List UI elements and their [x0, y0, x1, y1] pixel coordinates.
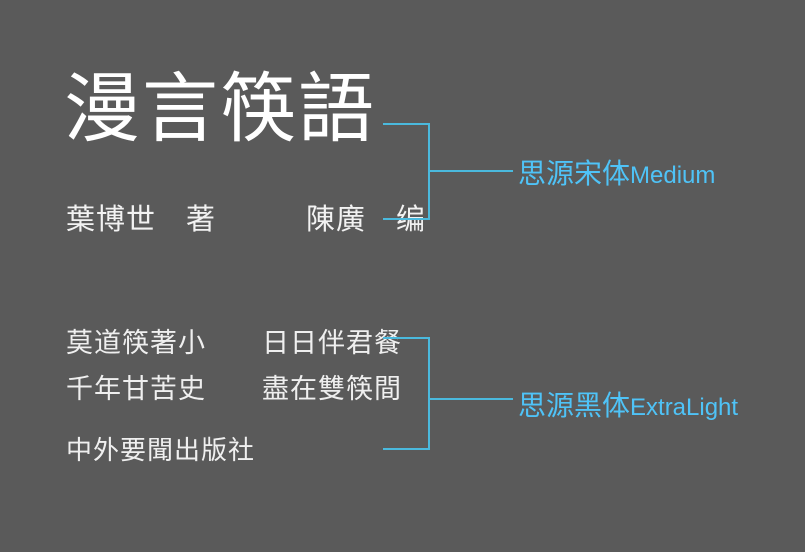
- book-byline: 葉博世 著 陳廣 编: [66, 204, 427, 236]
- publisher-name: 中外要聞出版社: [66, 435, 256, 465]
- serif-annotation-latin: Medium: [630, 162, 716, 189]
- bracket-arm-bottom: [383, 448, 430, 450]
- serif-annotation-label: 思源宋体Medium: [518, 152, 715, 192]
- book-title: 漫言筷語: [64, 68, 376, 152]
- sans-annotation-cjk: 思源黑体: [518, 390, 631, 421]
- sans-annotation-latin: ExtraLight: [630, 394, 739, 421]
- couplet-line-1: 莫道筷著小 日日伴君餐: [66, 328, 402, 358]
- bracket-spine: [428, 123, 430, 220]
- couplet-line-2: 千年甘苦史 盡在雙筷間: [66, 374, 402, 404]
- sans-annotation-label: 思源黑体ExtraLight: [518, 384, 738, 424]
- bracket-stem: [428, 170, 513, 172]
- sans-annotation-bracket: [383, 337, 515, 452]
- serif-annotation-cjk: 思源宋体: [518, 158, 631, 189]
- bracket-arm-top: [383, 123, 430, 125]
- bracket-stem: [428, 398, 513, 400]
- bracket-spine: [428, 337, 430, 450]
